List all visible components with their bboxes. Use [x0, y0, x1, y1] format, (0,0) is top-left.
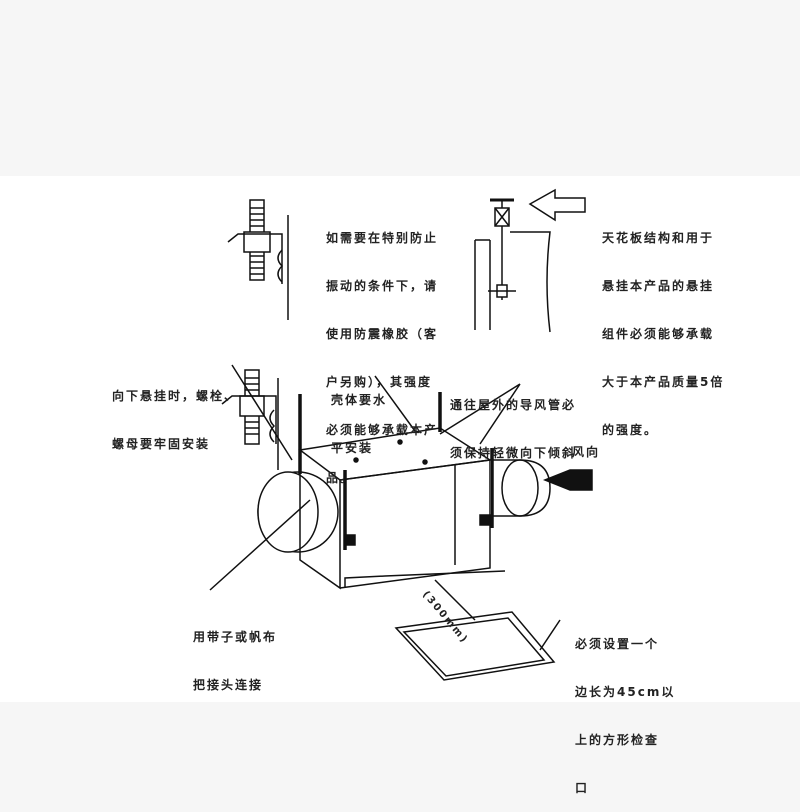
note-line: 边长为45cm以: [575, 685, 676, 699]
inspection-note: 必须设置一个 边长为45cm以 上的方形检查 口: [575, 604, 675, 812]
duct-slope-note: 通往屋外的导风管必 须保持轻微向下倾斜: [450, 365, 576, 477]
note-line: 振动的条件下，请: [326, 279, 439, 293]
note-line: 天花板结构和用于: [602, 231, 715, 245]
note-line: 平安装: [331, 441, 374, 455]
note-line: 把接头连接: [193, 678, 264, 692]
note-line: 使用防震橡胶（客: [326, 327, 439, 341]
note-line: 必须设置一个: [575, 637, 660, 651]
note-line: 口: [575, 781, 590, 795]
note-line: 壳体要水: [331, 393, 388, 407]
level-install-note: 壳体要水 平安装: [331, 360, 387, 472]
inspection-opening: [394, 611, 556, 681]
dimension-line: [344, 570, 506, 621]
note-line: 组件必须能够承载: [602, 327, 715, 341]
note-line: 如需要在特别防止: [326, 231, 439, 245]
note-line: 向下悬挂时，螺栓、: [112, 389, 239, 403]
note-line: 户另购），其强度: [326, 375, 433, 389]
anti-vibration-note: 如需要在特别防止 振动的条件下，请 使用防震橡胶（客 户另购），其强度 必须能够…: [326, 198, 438, 502]
note-line: 用带子或帆布: [193, 630, 278, 644]
note-line: 上的方形检查: [575, 733, 660, 747]
strap-note: 用带子或帆布 把接头连接: [193, 597, 277, 709]
note-line: 必须能够承载本产: [326, 423, 439, 437]
ventilation-box: [257, 392, 593, 590]
hanger-detail-top: [474, 188, 586, 333]
note-line: 悬挂本产品的悬挂: [602, 279, 715, 293]
wind-direction-label: 风向: [572, 445, 601, 459]
note-line: 通往屋外的导风管必: [450, 398, 577, 412]
note-line: 的强度。: [602, 423, 659, 437]
ceiling-strength-note: 天花板结构和用于 悬挂本产品的悬挂 组件必须能够承载 大于本产品质量5倍 的强度…: [602, 198, 724, 454]
note-line: 须保持轻微向下倾斜: [450, 446, 577, 460]
note-line: 品。: [326, 471, 355, 485]
note-line: 大于本产品质量5倍: [602, 375, 725, 389]
bolt-detail-top: [227, 199, 289, 320]
bolt-note: 向下悬挂时，螺栓、 螺母要牢固安装: [112, 356, 238, 468]
leader-lines: [209, 364, 561, 651]
note-line: 螺母要牢固安装: [112, 437, 211, 451]
